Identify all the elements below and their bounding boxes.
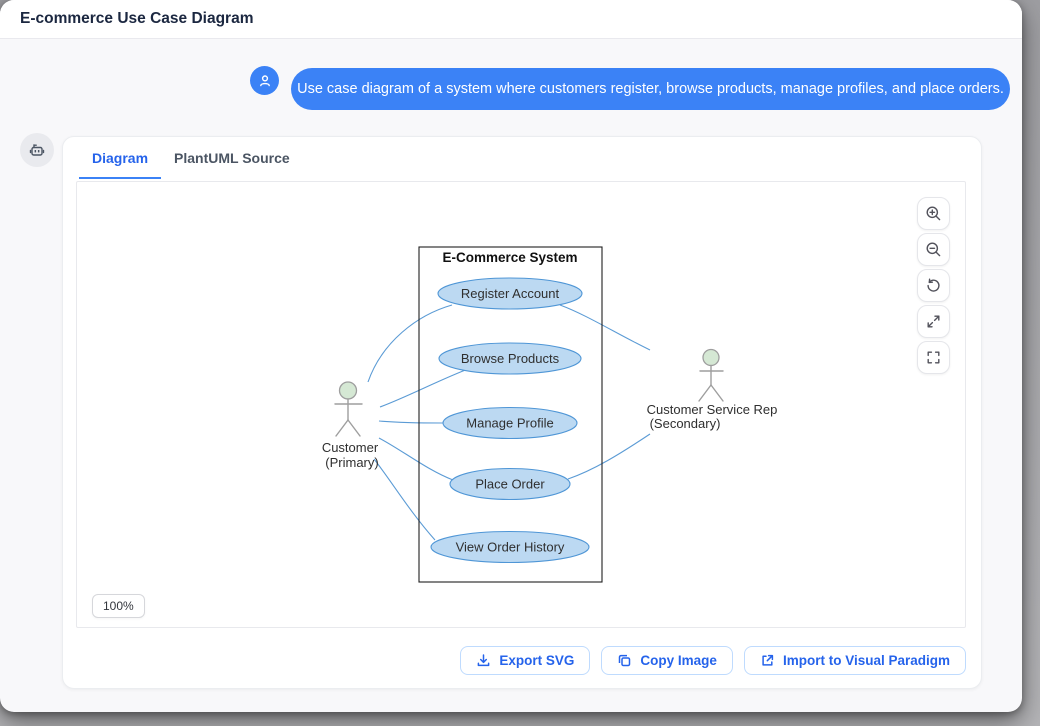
use-case-diagram: E-Commerce System Register Account Brows… — [322, 246, 778, 583]
robot-icon — [29, 144, 45, 156]
tab-bar: Diagram PlantUML Source — [79, 137, 303, 181]
diagram-card: Diagram PlantUML Source — [62, 136, 982, 689]
copy-image-button[interactable]: Copy Image — [601, 646, 733, 675]
export-svg-button[interactable]: Export SVG — [460, 646, 591, 675]
edge-customer-register-account — [367, 304, 453, 383]
user-avatar — [250, 66, 279, 95]
system-boundary: E-Commerce System — [418, 246, 603, 583]
use-case-label: Place Order — [475, 477, 545, 492]
reset-view-icon — [927, 278, 940, 292]
import-to-visual-paradigm-button[interactable]: Import to Visual Paradigm — [743, 646, 966, 675]
actor-name: Customer Service Rep — [647, 402, 778, 417]
actor-customer: Customer (Primary) — [322, 381, 379, 470]
edge-customer-view-order-history — [373, 458, 436, 541]
app-header: E-commerce Use Case Diagram — [0, 0, 1022, 39]
edge-rep-place-order — [567, 433, 651, 480]
zoom-level-badge: 100% — [92, 594, 145, 618]
edge-customer-place-order — [378, 437, 454, 481]
zoom-in-button[interactable] — [917, 197, 950, 230]
use-case-browse-products: Browse Products — [438, 342, 582, 375]
copy-image-label: Copy Image — [640, 653, 717, 668]
import-to-visual-paradigm-label: Import to Visual Paradigm — [782, 653, 950, 668]
tab-plantuml-source[interactable]: PlantUML Source — [174, 150, 290, 166]
user-icon — [259, 74, 270, 86]
app-window: E-commerce Use Case Diagram Use case dia… — [0, 0, 1022, 689]
zoom-out-button[interactable] — [917, 233, 950, 266]
fullscreen-button[interactable] — [917, 341, 950, 374]
page-title: E-commerce Use Case Diagram — [20, 10, 254, 27]
reset-view-button[interactable] — [917, 269, 950, 302]
use-case-label: Manage Profile — [466, 416, 553, 431]
use-case-place-order: Place Order — [449, 467, 571, 501]
zoom-controls — [917, 197, 950, 374]
expand-icon — [927, 315, 940, 328]
actor-role: (Secondary) — [650, 416, 721, 431]
tab-diagram[interactable]: Diagram — [79, 137, 162, 179]
action-bar: Export SVG Copy Image — [460, 646, 966, 675]
user-message-bubble: Use case diagram of a system where custo… — [291, 68, 1010, 110]
expand-button[interactable] — [917, 305, 950, 338]
edge-customer-browse-products — [379, 368, 469, 408]
zoom-out-icon — [926, 242, 941, 257]
system-boundary-title: E-Commerce System — [442, 250, 577, 265]
diagram-canvas[interactable]: E-Commerce System Register Account Brows… — [76, 181, 966, 628]
edge-customer-manage-profile — [378, 420, 444, 424]
use-case-view-order-history: View Order History — [430, 530, 590, 564]
fullscreen-icon — [927, 351, 940, 364]
zoom-in-icon — [926, 206, 941, 221]
use-case-label: Browse Products — [461, 351, 560, 366]
use-case-manage-profile: Manage Profile — [442, 406, 578, 440]
export-svg-label: Export SVG — [499, 653, 575, 668]
use-case-label: Register Account — [461, 286, 560, 301]
edge-rep-register-account — [559, 304, 651, 351]
bot-avatar — [20, 133, 54, 167]
actor-name: Customer — [322, 440, 379, 455]
external-link-icon — [762, 654, 774, 666]
actor-role: (Primary) — [325, 455, 378, 470]
copy-icon — [619, 654, 631, 667]
use-case-label: View Order History — [456, 540, 565, 555]
association-edges — [367, 304, 651, 541]
use-case-register-account: Register Account — [437, 277, 583, 310]
download-icon — [478, 654, 490, 667]
actor-customer-service-rep: Customer Service Rep (Secondary) — [647, 348, 778, 431]
